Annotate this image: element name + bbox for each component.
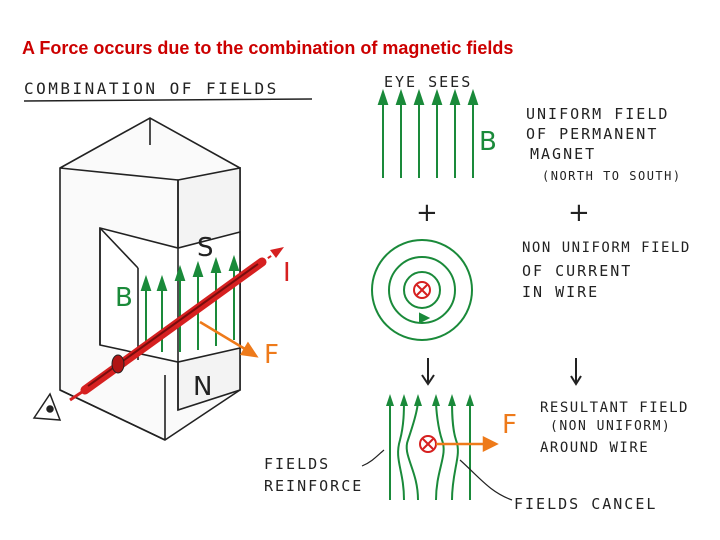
fields-cancel-label: Fields cancel [514,495,658,513]
uniform-note-line-3: Magnet [530,145,597,163]
uniform-note-line-1: Uniform field [526,105,670,123]
cross-current-icon-resultant [419,435,437,453]
permanent-magnet [59,117,241,441]
uniform-field-label: B [479,127,497,157]
cross-current-icon [413,281,431,299]
force-label-resultant: F [502,410,517,440]
fields-reinforce-label-1: Fields [264,455,331,473]
force-arrow-magnet [199,320,259,358]
force-arrow-resultant [436,435,499,453]
plus-left: + [416,198,438,228]
resultant-field-lines [389,399,471,501]
north-pole-label: N [193,372,213,402]
resultant-note-line-2: (Non Uniform) [550,419,672,434]
diagram-heading: Combination of fields [24,79,279,98]
resultant-field-arrowheads [386,394,474,406]
nonuniform-note-line-2: of Current [522,262,633,280]
nonuniform-note-line-3: in Wire [522,283,600,301]
uniform-field-lines [377,88,479,178]
resultant-note-line-1: Resultant Field [540,400,689,416]
resultant-note-line-3: Around Wire [540,440,650,456]
leader-cancel [459,459,513,501]
uniform-note-line-4: (North to South) [542,169,682,183]
uniform-note-line-2: of Permanent [526,125,659,143]
magnet-field-lines [140,254,240,352]
down-arrow-icon [421,358,435,386]
slide-title: A Force occurs due to the combination of… [22,38,514,58]
current-wire [69,247,284,402]
heading-underline [23,98,313,102]
plus-right: + [568,198,590,228]
force-label-magnet: F [264,340,279,370]
fields-reinforce-label-2: Reinforce [264,477,364,495]
down-arrow-icon-right [570,358,582,386]
magnet-field-label: B [115,283,133,313]
nonuniform-note-line-1: Non Uniform Field [522,240,691,256]
south-pole-label: S [197,233,214,263]
eye-sees-label: Eye sees [384,73,473,91]
leader-reinforce [361,449,385,467]
wire-circular-field [371,239,473,341]
eye-icon [32,392,62,421]
current-label: I [283,258,291,288]
